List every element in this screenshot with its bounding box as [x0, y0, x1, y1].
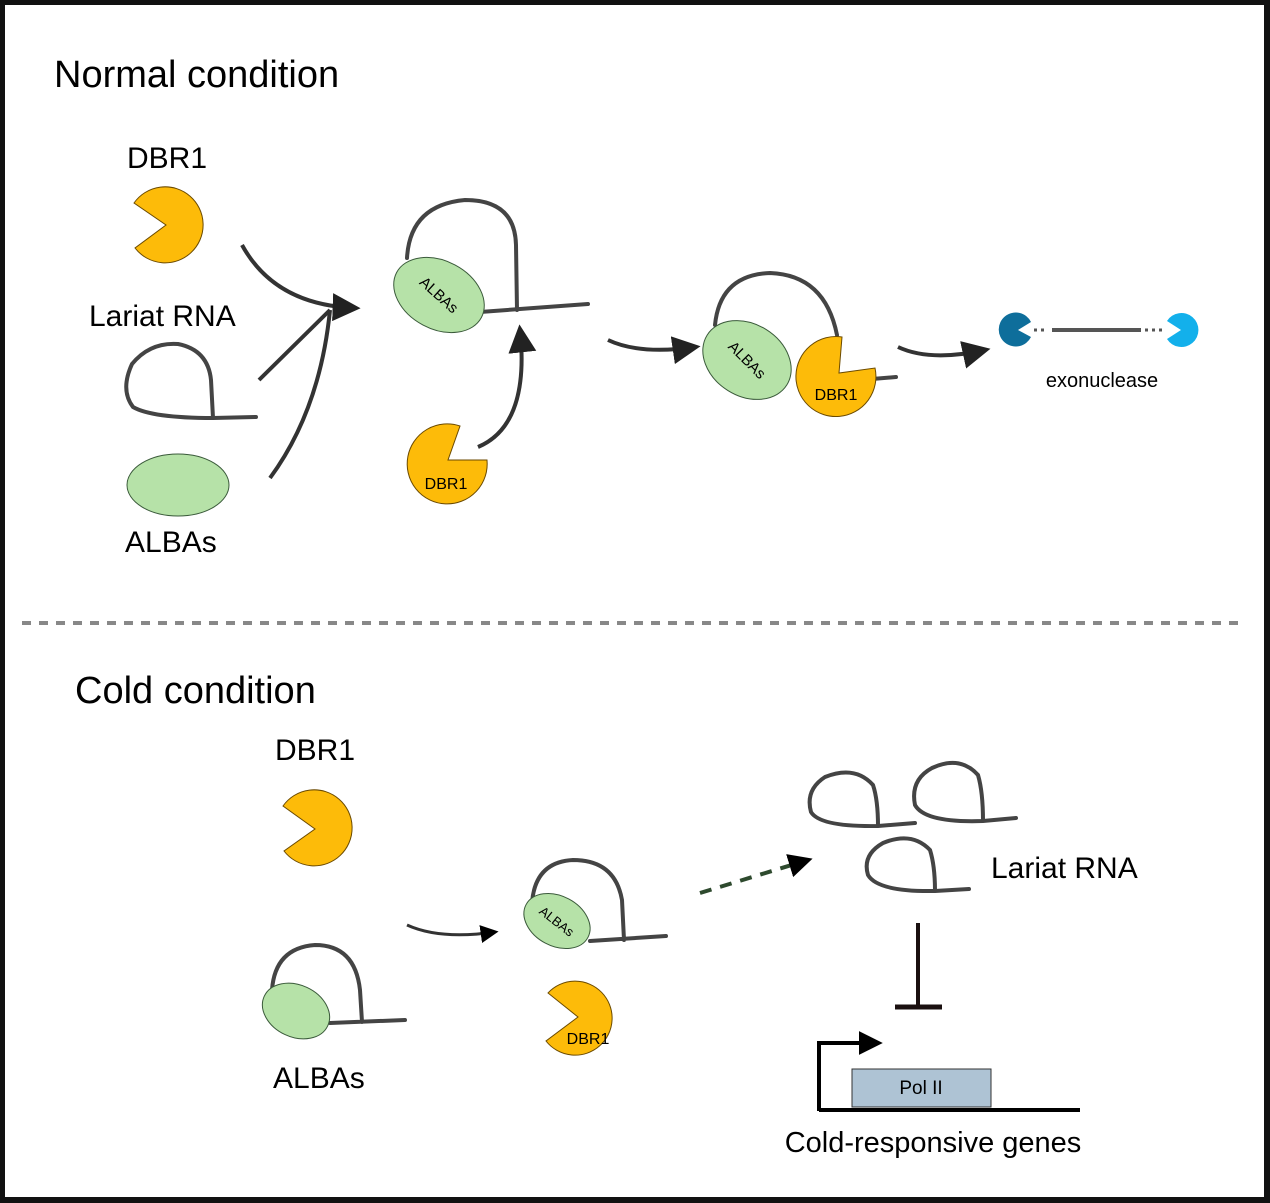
- cold-condition-title: Cold condition: [75, 670, 316, 712]
- cold-lariat-label: Lariat RNA: [991, 852, 1138, 885]
- exonuclease-label: exonuclease: [1046, 370, 1158, 392]
- to-exonuclease-arrow: [897, 341, 991, 369]
- converge-arrow-lariat: [257, 308, 332, 382]
- dbr1-enzyme-icon: [133, 186, 204, 264]
- normal-albas-label: ALBAs: [125, 526, 217, 559]
- complex2-albas-icon: ALBAs: [702, 320, 792, 400]
- pol2-box: [851, 1068, 992, 1108]
- accumulated-lariat-1: [807, 770, 917, 829]
- accumulated-lariat-3: [864, 836, 971, 894]
- converge-arrow-albas: [268, 309, 332, 480]
- cold-dbr1-enzyme-icon: [282, 789, 353, 867]
- lariat-rna-icon: [124, 341, 258, 421]
- dbr1-recruit-arrow: [477, 324, 537, 449]
- cold-albas-protein-icon: [261, 982, 331, 1040]
- free-dbr1-text: DBR1: [425, 476, 468, 493]
- complex2-dbr1-text: DBR1: [815, 387, 858, 404]
- cold-albas-label: ALBAs: [273, 1062, 365, 1095]
- accumulated-lariat-2: [912, 760, 1018, 824]
- complex1-albas-icon: ALBAs: [393, 256, 485, 334]
- converge-arrow-dbr1: [240, 244, 361, 322]
- cold-free-dbr1-icon: DBR1: [545, 980, 613, 1056]
- cold-binding-arrow: [406, 923, 499, 943]
- pol2-label: Pol II: [899, 1078, 942, 1099]
- promoter-arrow: [817, 1031, 883, 1111]
- cold-complex-albas-icon: ALBAs: [523, 892, 591, 950]
- albas-protein-icon: [126, 453, 230, 517]
- complex2-dbr1-icon: DBR1: [795, 336, 877, 418]
- exonuclease-right-icon: [1167, 313, 1199, 347]
- cold-dbr1-label: DBR1: [275, 734, 355, 767]
- free-dbr1-icon: DBR1: [406, 423, 488, 505]
- exonuclease-left-icon: [998, 312, 1031, 347]
- to-complex2-arrow: [607, 336, 701, 365]
- normal-dbr1-label: DBR1: [127, 142, 207, 175]
- normal-condition-title: Normal condition: [54, 54, 339, 96]
- cold-albas-lariat-rna-icon: [270, 942, 407, 1025]
- cold-genes-label: Cold-responsive genes: [785, 1127, 1082, 1159]
- cold-complex-lariat-rna-icon: [530, 857, 668, 943]
- cold-free-dbr1-text: DBR1: [567, 1031, 610, 1048]
- normal-lariat-label: Lariat RNA: [89, 300, 236, 333]
- accumulation-dashed-arrow: [699, 854, 813, 895]
- complex1-lariat-rna-icon: [405, 197, 590, 314]
